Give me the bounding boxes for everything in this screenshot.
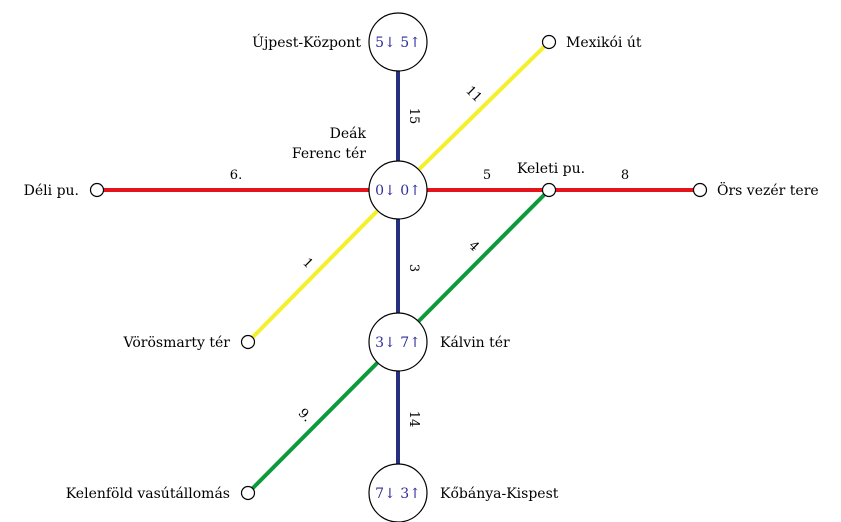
edge-label-deak-kalvin: 3	[406, 264, 421, 272]
station-counts-kobanya: 7↓ 3↑	[375, 486, 421, 502]
station-label-deak-line1: Deák	[330, 126, 367, 142]
edge-label-deak-mexikoi: 11	[462, 83, 484, 105]
station-node-vorosmarty	[240, 334, 256, 350]
station-label-deak-line2: Ferenc tér	[292, 146, 366, 162]
edge-label-deli-deak: 6.	[230, 168, 242, 183]
yellow-line	[246, 40, 551, 344]
station-counts-kalvin: 3↓ 7↑	[375, 335, 421, 351]
station-label-kobanya: Kőbánya-Kispest	[440, 486, 559, 502]
station-label-kalvin: Kálvin tér	[440, 335, 510, 351]
edge-label-kalvin-kobanya: 14	[406, 411, 421, 428]
edge-kalvin-kelenfold	[246, 340, 400, 495]
station-node-kalvin	[368, 312, 428, 372]
edge-label-deak-vorosmarty: 1	[299, 255, 315, 271]
station-node-deli	[89, 182, 105, 198]
station-counts-ujpest: 5↓ 5↑	[375, 35, 421, 51]
station-node-ors	[692, 182, 708, 198]
edge-deak-vorosmarty	[246, 188, 400, 344]
station-label-vorosmarty: Vörösmarty tér	[123, 335, 231, 351]
edge-label-kalvin-kelenfold: 9.	[295, 406, 314, 425]
station-node-ujpest	[368, 12, 428, 72]
edge-deak-mexikoi	[396, 40, 551, 192]
station-counts-deak: 0↓ 0↑	[375, 183, 421, 199]
station-node-mexikoi	[541, 34, 557, 50]
edge-kalvin-keleti	[396, 188, 551, 344]
edge-label-keleti-ors: 8	[621, 168, 629, 183]
station-node-keleti	[541, 182, 557, 198]
green-line	[246, 188, 551, 495]
edge-label-deak-keleti: 5	[483, 168, 491, 183]
station-node-deak	[368, 160, 428, 220]
edge-label-kalvin-keleti: 4	[465, 238, 481, 254]
edge-label-ujpest-deak: 15	[406, 108, 421, 125]
station-label-mexikoi: Mexikói út	[566, 35, 642, 51]
station-label-kelenfold: Kelenföld vasútállomás	[66, 486, 230, 502]
station-label-ujpest: Újpest-Központ	[252, 33, 361, 51]
station-node-kelenfold	[240, 485, 256, 501]
station-label-deli: Déli pu.	[24, 183, 79, 199]
station-label-ors: Örs vezér tere	[717, 181, 819, 199]
station-label-keleti: Keleti pu.	[517, 161, 585, 177]
station-node-kobanya	[368, 463, 428, 522]
